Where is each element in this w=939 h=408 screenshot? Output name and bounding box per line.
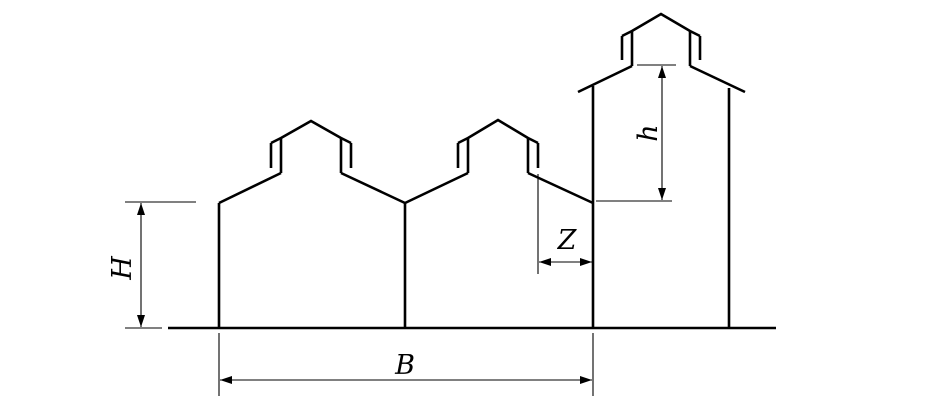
middle-span-building: [404, 118, 594, 205]
dimension-B: B: [218, 333, 594, 396]
label-Z: Z: [557, 225, 578, 256]
left-span-building: [217, 119, 406, 328]
tall-building: [577, 12, 746, 328]
label-H: H: [107, 256, 138, 281]
dimension-h: h: [596, 64, 676, 202]
label-B: B: [394, 350, 415, 381]
dimension-H: H: [107, 201, 196, 329]
label-h: h: [633, 124, 664, 141]
dimension-Z: Z: [537, 174, 592, 274]
